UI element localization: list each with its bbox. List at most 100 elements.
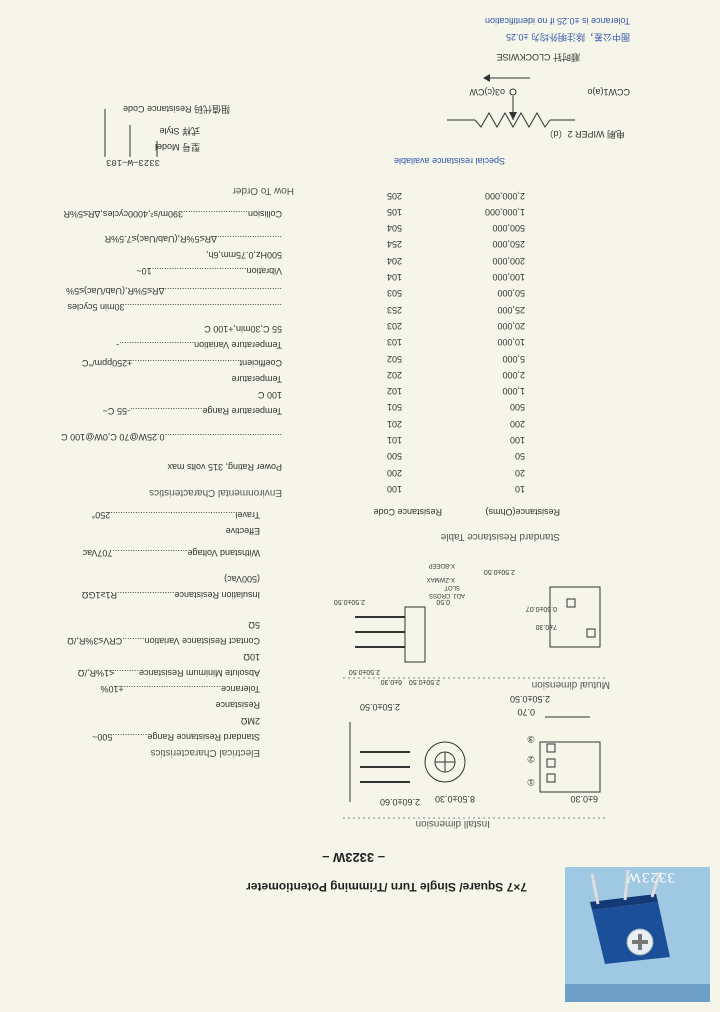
order-resistance-code-label: 阻值代码 Resistance Code — [122, 104, 230, 114]
table-cell-resistance: 200 — [509, 418, 525, 429]
electrical-heading: Electrical Characteristics — [150, 747, 260, 758]
table-cell-resistance: 50 — [514, 451, 525, 462]
pin-label-2: ② — [526, 754, 535, 764]
order-code-brackets — [104, 109, 158, 157]
table-cell-code: 104 — [386, 272, 402, 283]
environmental-line: ..........................ΔR≤5%R,(Uab/Ua… — [104, 234, 282, 244]
environmental-line: 500Hz,0.75mm,6h, — [205, 250, 282, 260]
table-cell-resistance: 100,000 — [492, 272, 525, 283]
table-cell-resistance: 200,000 — [492, 255, 525, 266]
dim-install-spacing2: 2.50±0.50 — [510, 694, 550, 704]
electrical-line: 10Ω — [243, 652, 260, 662]
table-cell-code: 100 — [386, 484, 402, 494]
environmental-heading: Environmental Characteristics — [149, 487, 282, 498]
photo-label: 3323W — [625, 869, 675, 885]
table-header-code: Resistance Code — [373, 507, 442, 517]
table-cell-code: 101 — [386, 435, 402, 446]
table-cell-resistance: 2,000 — [502, 369, 525, 380]
table-cell-code: 502 — [386, 353, 402, 364]
table-cell-code: 503 — [386, 288, 402, 299]
table-cell-resistance: 10,000 — [497, 337, 525, 348]
dim-install-width: 6±0.30 — [570, 794, 598, 804]
environmental-line: Temperature Variation...................… — [116, 340, 282, 350]
table-cell-resistance: 25,000 — [497, 304, 525, 315]
table-cell-resistance: 2,000,000 — [484, 190, 525, 201]
circuit-cw-label: o3(c)CW — [469, 87, 506, 97]
environmental-line: Collision..........................390m/… — [63, 209, 282, 219]
environmental-line: ........................................… — [66, 286, 282, 296]
dim-mutual-spacing: 2.50±0.50 — [408, 678, 440, 685]
pin-label-1: ① — [526, 777, 535, 787]
order-code: 3323—W—103 — [105, 157, 160, 167]
electrical-line: Tolerance...............................… — [100, 684, 261, 694]
table-cell-code: 105 — [386, 206, 402, 217]
electrical-line: 5Ω — [248, 620, 260, 630]
electrical-line: Resistance — [215, 700, 260, 710]
table-cell-resistance: 500 — [509, 402, 525, 413]
electrical-line: Standard Resistance Range..............5… — [92, 732, 260, 742]
install-dimension-drawing — [340, 716, 605, 819]
dim-mutual-side: 2.50±0.50 — [333, 598, 365, 605]
environmental-line: 55 C,30min,+100 C — [204, 324, 282, 334]
electrical-line: Effective — [225, 526, 260, 536]
mutual-dimension-drawing — [340, 586, 605, 679]
table-cell-code: 103 — [386, 337, 402, 348]
table-cell-resistance: 1,000,000 — [484, 206, 525, 217]
table-cell-code: 504 — [386, 223, 402, 234]
electrical-line: Travel..................................… — [91, 510, 260, 520]
table-cell-code: 501 — [386, 402, 402, 413]
tolerance-note-cn: 图中公差，除注明外均为 ±0.25 — [506, 32, 630, 42]
electrical-line: Absolute Minimum Resistance..........≤1%… — [77, 668, 260, 678]
environmental-line: ........................................… — [67, 302, 282, 312]
table-cell-code: 254 — [386, 239, 402, 250]
dim-mutual-thick: 0.50±0.07 — [525, 605, 557, 612]
table-cell-code: 202 — [386, 369, 402, 380]
table-cell-code: 200 — [386, 467, 402, 478]
dim-mutual-pitch: 2.50±0.50 — [483, 568, 515, 575]
how-to-order-heading: How To Order — [232, 185, 294, 196]
table-heading: Standard Resistance Table — [440, 531, 560, 542]
table-cell-resistance: 1,000 — [502, 386, 525, 397]
slot-note-5: X-BDEEP — [428, 562, 455, 568]
electrical-line: (500Vac) — [224, 574, 260, 584]
table-cell-resistance: 500,000 — [492, 223, 525, 234]
table-cell-resistance: 50,000 — [497, 288, 525, 299]
electrical-line: Insulation Resistance...................… — [81, 590, 260, 600]
dim-mutual-width: 7±0.30 — [535, 623, 557, 630]
environmental-line: 100 C — [257, 390, 282, 400]
electrical-line: 2MΩ — [240, 716, 260, 726]
order-style-label: 式样 Style — [159, 126, 200, 136]
dim-install-pin: 0.70 — [517, 707, 535, 717]
environmental-line: Temperature Range.......................… — [102, 406, 282, 416]
circuit-diagram — [447, 74, 575, 129]
potentiometer-image — [565, 867, 710, 1002]
pin-label-3: ③ — [526, 734, 535, 744]
model-heading: – 3323W – — [322, 850, 385, 865]
circuit-clockwise-label: 顺时针 CLOCKWISE — [496, 52, 580, 62]
environmental-line: Temperature — [231, 374, 282, 384]
table-cell-code: 203 — [386, 321, 402, 331]
slot-note-3: X-ZWMAX — [426, 576, 455, 582]
table-cell-resistance: 10 — [514, 484, 525, 494]
circuit-wiper-label: 电刷 WIPER 2（d） — [544, 129, 625, 139]
product-photo: 3323W — [565, 867, 710, 1002]
table-cell-code: 500 — [386, 451, 402, 462]
table-header-resistance: Resistance(Ohms) — [485, 507, 560, 517]
tolerance-note-en: Tolerance is ±0.25 if no identification — [484, 16, 630, 26]
electrical-line: Contact Resistance Variation.........CRV… — [67, 636, 260, 646]
dim-install-pitch: 2.60±0.60 — [380, 797, 420, 807]
table-cell-resistance: 5,000 — [502, 353, 525, 364]
environmental-line: Vibration...............................… — [136, 266, 282, 276]
table-cell-resistance: 100 — [509, 435, 525, 446]
table-cell-resistance: 250,000 — [492, 239, 525, 250]
dim-mutual-height: 6±0.30 — [380, 678, 402, 685]
dim-mutual-offset: 2.50±0.50 — [348, 668, 380, 675]
table-cell-code: 205 — [386, 190, 402, 201]
electrical-line: Withstand Voltage.......................… — [82, 548, 260, 558]
table-cell-code: 253 — [386, 304, 402, 315]
table-cell-code: 204 — [386, 255, 402, 266]
environmental-line: ........................................… — [61, 432, 282, 442]
special-resistance-note: Special resistance available — [393, 156, 505, 166]
environmental-line: Coefficient.............................… — [82, 358, 282, 368]
